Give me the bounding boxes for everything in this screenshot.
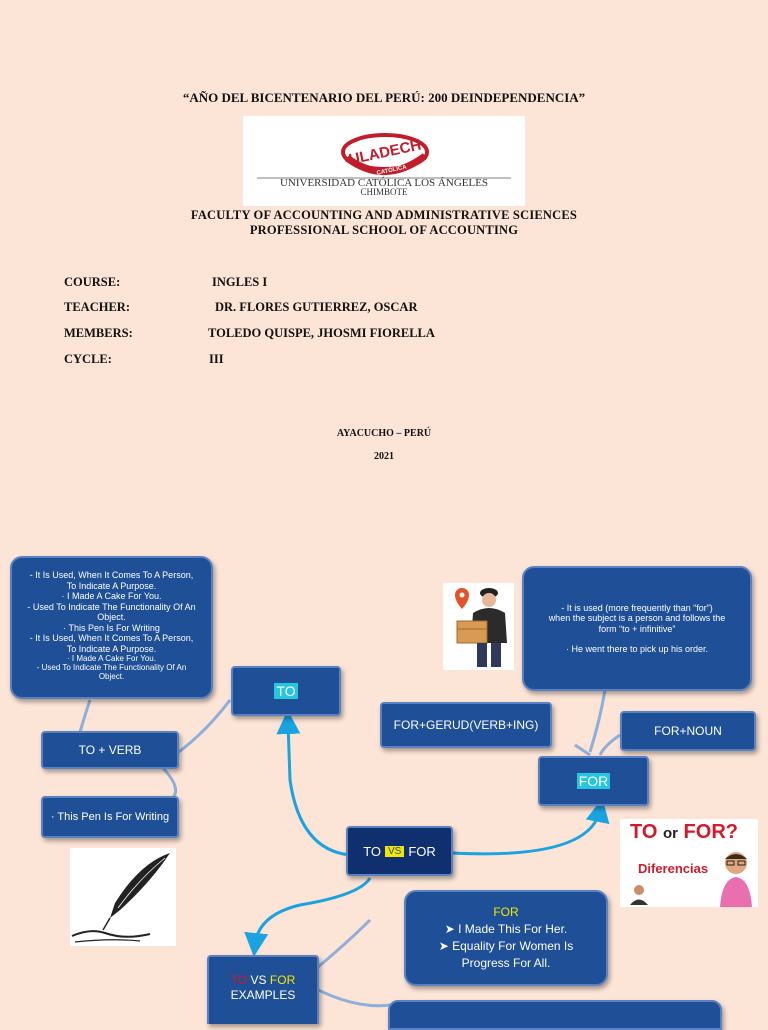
center-to: TO — [363, 844, 381, 859]
to-node-label: TO — [274, 683, 297, 699]
to-description-box: - It Is Used, When It Comes To A Person,… — [10, 556, 213, 699]
to-verb-label: TO + VERB — [79, 743, 142, 757]
thinking-man-icon — [716, 849, 756, 907]
image-to-text: TO — [630, 821, 657, 843]
arrow-to — [288, 722, 350, 855]
for-description-box: - It is used (more frequently than “for”… — [522, 566, 752, 691]
center-vs: VS — [385, 846, 404, 857]
for-desc-line: when the subject is a person and follows… — [532, 613, 742, 624]
connector-for-gerund — [575, 745, 590, 755]
image-sub-text: Diferencias — [638, 861, 708, 876]
for-desc-line: form “to + infinitive” — [532, 624, 742, 635]
connector-to-desc — [80, 700, 90, 732]
quill-pen-image — [70, 848, 176, 946]
for-example-item: ➤ I Made This For Her. — [445, 921, 568, 938]
image-for-text: FOR? — [684, 821, 738, 843]
for-desc-line: · He went there to pick up his order. — [532, 644, 742, 655]
connector-for-desc — [590, 690, 605, 752]
for-example-item: Progress For All. — [462, 955, 551, 972]
for-node-label: FOR — [577, 773, 611, 789]
delivery-person-image — [443, 583, 514, 670]
for-example-text: Equality For Women Is — [452, 939, 573, 953]
for-examples-box: FOR ➤ I Made This For Her. ➤ Equality Fo… — [404, 890, 608, 986]
examples-label: EXAMPLES — [209, 988, 317, 1003]
for-noun-node: FOR+NOUN — [620, 711, 756, 751]
examples-node: TO VS FOR EXAMPLES — [207, 955, 319, 1024]
examples-to: TO — [231, 973, 247, 987]
to-or-for-image: TO or FOR? Diferencias — [620, 819, 758, 907]
for-example-text: I Made This For Her. — [458, 922, 567, 936]
to-node: TO — [231, 666, 341, 716]
arrow-bullet-icon: ➤ — [445, 922, 458, 936]
to-desc-line: · I Made A Cake For You. — [18, 654, 205, 663]
pen-example-node: · This Pen Is For Writing — [41, 796, 179, 838]
connector-pen — [160, 765, 176, 800]
to-desc-line: · I Made A Cake For You. — [18, 591, 205, 602]
to-desc-line: - Used To Indicate The Functionality Of … — [18, 663, 205, 672]
for-node: FOR — [538, 756, 649, 806]
for-gerund-label: FOR+GERUD(VERB+ING) — [394, 718, 539, 732]
examples-for: FOR — [270, 973, 295, 987]
to-desc-line: - It Is Used, When It Comes To A Person, — [18, 570, 205, 581]
image-or-text: or — [663, 825, 678, 842]
to-verb-node: TO + VERB — [41, 731, 179, 769]
to-desc-line: To Indicate A Purpose. — [18, 644, 205, 655]
center-node: TO VS FOR — [346, 826, 453, 876]
for-desc-line: - It is used (more frequently than “for”… — [532, 603, 742, 614]
bottom-examples-box — [388, 1000, 722, 1030]
for-examples-title: FOR — [493, 904, 518, 921]
arrow-for — [452, 810, 600, 854]
center-for: FOR — [408, 844, 435, 859]
delivery-icon — [443, 583, 514, 670]
to-desc-line: - It Is Used, When It Comes To A Person, — [18, 633, 205, 644]
to-desc-line: - Used To Indicate The Functionality Of … — [18, 602, 205, 613]
quill-icon — [70, 848, 176, 946]
examples-vs: VS — [251, 973, 267, 987]
to-desc-line: · This Pen Is For Writing — [18, 623, 205, 634]
for-gerund-node: FOR+GERUD(VERB+ING) — [380, 702, 552, 748]
pen-example-label: · This Pen Is For Writing — [51, 811, 169, 823]
for-desc-line — [532, 634, 742, 644]
to-desc-line: Object. — [18, 672, 205, 681]
for-noun-label: FOR+NOUN — [654, 724, 722, 738]
for-example-item: ➤ Equality For Women Is — [439, 938, 574, 955]
to-desc-line: To Indicate A Purpose. — [18, 581, 205, 592]
arrow-bullet-icon: ➤ — [439, 939, 452, 953]
to-desc-line: Object. — [18, 612, 205, 623]
small-avatar-icon — [628, 883, 650, 905]
connector-for-noun — [600, 735, 620, 755]
